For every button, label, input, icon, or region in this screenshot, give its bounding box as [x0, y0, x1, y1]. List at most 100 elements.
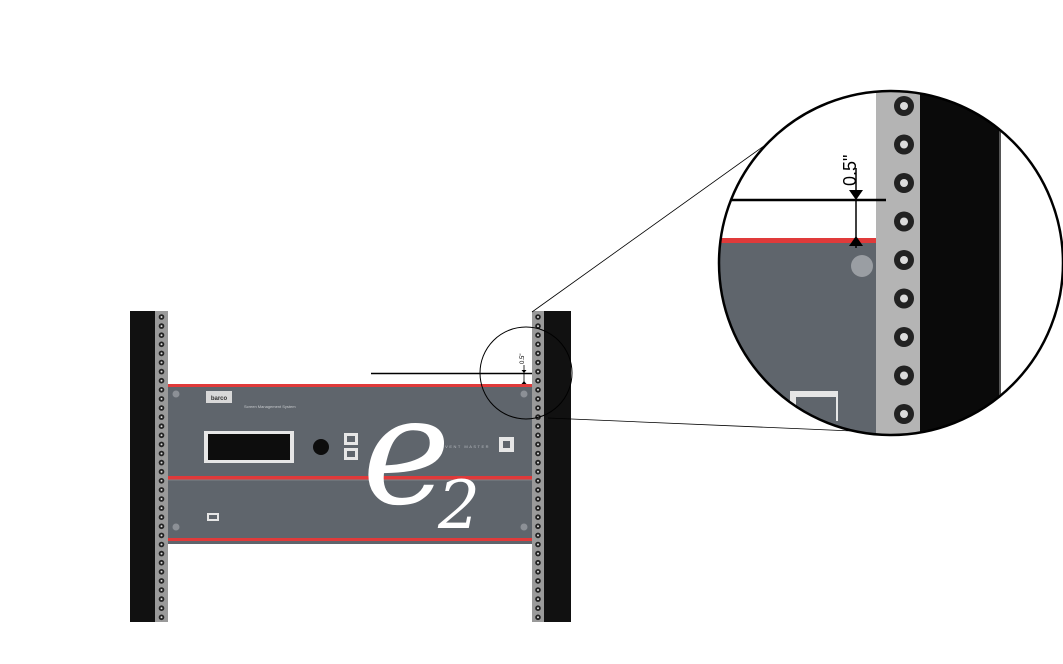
rail-hole-center [160, 589, 163, 591]
rail-hole-center [537, 434, 539, 437]
rail-hole-center [160, 316, 163, 318]
rail-hole-center [537, 516, 539, 519]
rail-hole-center [900, 179, 908, 187]
rail-hole-center [537, 452, 539, 455]
rail-hole-center [537, 616, 539, 619]
rail-hole-center [537, 425, 539, 428]
device-subtitle: Screen Management System [244, 404, 296, 409]
rotary-knob [313, 439, 329, 455]
zoom-rack-rail [920, 91, 1000, 435]
rail-hole-center [537, 488, 539, 491]
right-rail-holes [535, 314, 541, 621]
rail-hole-center [160, 561, 163, 564]
rail-hole-center [900, 140, 908, 149]
rail-hole-center [160, 570, 163, 573]
rail-hole-center [537, 570, 539, 573]
brand-mark-e: e [362, 365, 451, 539]
rail-hole-center [537, 525, 539, 528]
rail-hole-center [537, 552, 539, 555]
rail-hole-center [160, 461, 163, 464]
rail-hole-center [537, 507, 539, 510]
zoom-circle-border [717, 89, 1063, 437]
rail-hole-center [537, 470, 539, 473]
top-red-stripe [168, 384, 532, 387]
rail-hole-center [537, 443, 539, 446]
middle-red-stripe [168, 476, 532, 480]
rail-hole-center [160, 543, 163, 546]
lcd-screen [208, 434, 290, 460]
rail-hole-center [900, 371, 908, 380]
rail-hole-center [537, 397, 539, 400]
left-rail-holes [158, 314, 165, 621]
rail-hole-center [900, 410, 908, 418]
rail-hole-center [160, 452, 163, 455]
bottom-red-stripe [168, 538, 532, 541]
right-rack-rail [532, 311, 571, 622]
rail-hole-center [160, 507, 163, 510]
zoom-rail-holes [894, 96, 914, 424]
rail-hole-center [537, 607, 539, 610]
rail-hole-center [537, 334, 539, 337]
barco-logo-box [206, 391, 232, 403]
zoom-connector-top [531, 137, 776, 313]
rail-hole-center [160, 443, 163, 446]
rail-hole-center [537, 352, 539, 355]
rail-hole-center [160, 534, 163, 537]
rail-hole-center [160, 470, 163, 473]
clearance-callout-small: 0.5" [371, 326, 573, 420]
screw-icon [172, 390, 180, 398]
rail-hole-center [160, 516, 163, 519]
rail-hole-center [160, 379, 163, 382]
rail-hole-center [160, 552, 163, 555]
rail-hole-center [160, 425, 163, 428]
rail-hole-center [160, 325, 163, 328]
rail-hole-center [160, 407, 163, 409]
zoom-red-stripe [719, 238, 888, 243]
rail-hole-center [160, 361, 163, 364]
rail-hole-center [537, 325, 539, 328]
rail-hole-center [537, 561, 539, 564]
rail-hole-center [537, 589, 539, 591]
rail-hole-center [537, 461, 539, 464]
rail-hole-center [900, 217, 908, 226]
rail-hole-center [537, 388, 539, 391]
screw-icon [520, 523, 528, 531]
rail-hole-center [160, 616, 163, 619]
zoom-connector-bottom [547, 417, 877, 433]
rail-hole-center [900, 102, 908, 110]
rail-hole-center [900, 256, 908, 264]
rail-hole-center [537, 534, 539, 537]
product-text: EVENT MASTER [441, 444, 490, 449]
rail-hole-center [537, 379, 539, 382]
rail-hole-center [537, 543, 539, 546]
rail-hole-center [537, 598, 539, 601]
rail-hole-center [160, 388, 163, 391]
rail-hole-center [160, 598, 163, 601]
rail-hole-center [537, 361, 539, 364]
rail-hole-center [160, 416, 163, 419]
magnify-source-circle [479, 326, 573, 420]
rail-hole-center [160, 370, 163, 373]
rail-hole-center [160, 607, 163, 610]
screw-icon [172, 523, 180, 531]
zoom-detail: 0.5" [717, 89, 1063, 437]
barco-logo-text: barco [211, 396, 228, 402]
rail-hole-center [537, 407, 539, 409]
rail-hole-center [160, 579, 163, 582]
rail-hole-center [537, 343, 539, 346]
left-rack-rail [130, 311, 168, 622]
rail-hole-center [537, 479, 539, 482]
rail-hole-center [537, 579, 539, 582]
clearance-label-zoom: 0.5" [840, 155, 860, 186]
rail-hole-center [160, 434, 163, 437]
brand-mark-2: 2 [437, 467, 480, 544]
rail-hole-center [537, 498, 539, 500]
device-front-panel: barco Screen Management System EVENT MAS… [168, 365, 532, 544]
screw-icon [520, 390, 528, 398]
rail-hole-center [160, 343, 163, 346]
zoom-screw-icon [851, 255, 873, 277]
rail-hole-center [537, 316, 539, 318]
rail-hole-center [160, 334, 163, 337]
rail-hole-center [160, 525, 163, 528]
rail-hole-center [160, 498, 163, 500]
